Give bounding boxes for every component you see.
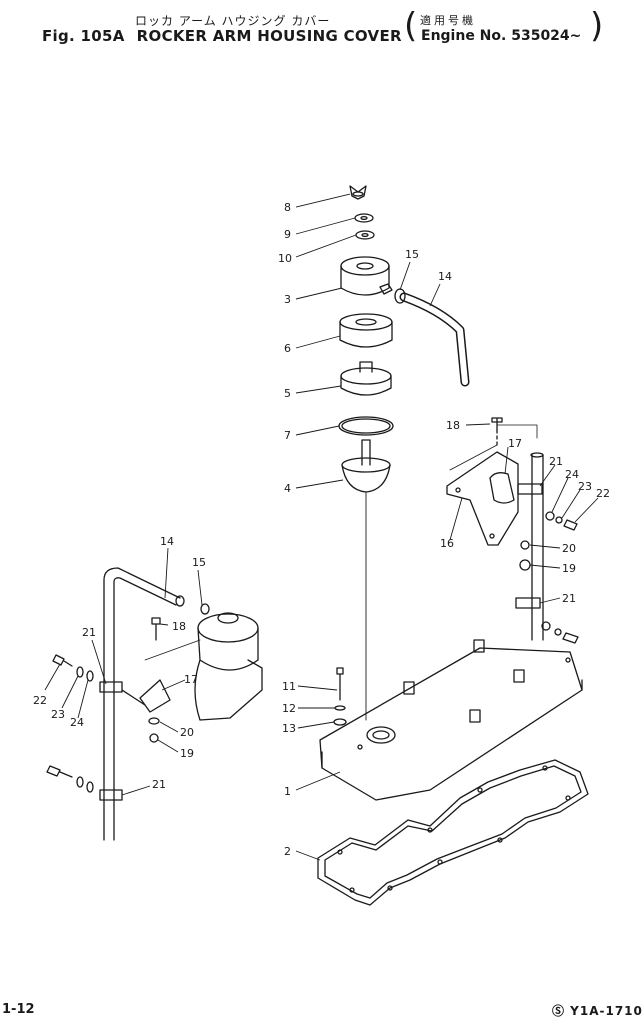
washer-part-10 [355,230,375,240]
callout-1: 1 [284,785,291,798]
engine-number-range: Engine No. 535024~ [421,28,582,44]
callout-17: 17 [508,437,522,450]
callout-12: 12 [282,702,296,715]
callout-19: 19 [562,562,576,575]
hose-part-right [394,288,470,387]
callout-15-left: 15 [192,556,206,569]
callout-16: 16 [440,537,454,550]
element-part-6 [339,313,393,348]
callout-24-left: 24 [70,716,84,729]
leader-lines [44,193,599,861]
breather-assembly-left [139,603,263,743]
callout-8: 8 [284,201,291,214]
document-code: Ⓢ Y1A-1710 [552,1004,643,1018]
callout-labels: 1 2 3 4 5 6 7 8 9 10 11 12 13 14 14 15 1… [33,201,610,858]
bracket-part-right [446,417,519,546]
callout-3: 3 [284,293,291,306]
callout-19-left: 19 [180,747,194,760]
wing-nut-part [349,185,367,200]
callout-23: 23 [578,480,592,493]
element-part-5 [340,361,392,396]
callout-22: 22 [596,487,610,500]
callout-21-left: 21 [82,626,96,639]
page-number: 1-12 [2,1002,35,1017]
callout-13: 13 [282,722,296,735]
callout-6: 6 [284,342,291,355]
callout-24: 24 [565,468,579,481]
bolt-washers-left [46,654,94,793]
callout-7: 7 [284,429,291,442]
callout-17-left: 17 [184,673,198,686]
callout-15: 15 [405,248,419,261]
callout-21-mid: 21 [562,592,576,605]
right-parenthesis: ) [590,6,604,46]
callout-11: 11 [282,680,296,693]
callout-9: 9 [284,228,291,241]
gasket-part [317,759,589,906]
callout-22-left: 22 [33,694,47,707]
bolt-part-11 [333,667,347,726]
o-ring-part [338,416,394,436]
callout-4: 4 [284,482,291,495]
callout-20-left: 20 [180,726,194,739]
figure-title-english: ROCKER ARM HOUSING COVER [136,27,402,45]
left-parenthesis: ( [404,6,418,46]
figure-number: Fig. 105A [42,27,125,45]
title-japanese: ロッカ アーム ハウジング カバー [135,14,331,28]
tube-part-left [99,567,185,841]
callout-10: 10 [278,252,292,265]
tube-part-right [496,424,579,644]
rocker-arm-housing-cover-part [319,639,583,801]
applicability-japanese: 適用号機 [420,14,476,27]
callout-5: 5 [284,387,291,400]
callout-2: 2 [284,845,291,858]
callout-23-left: 23 [51,708,65,721]
figure-title: Fig. 105A ROCKER ARM HOUSING COVER [42,27,414,45]
callout-14: 14 [438,270,452,283]
callout-14-left: 14 [160,535,174,548]
callout-18-left: 18 [172,620,186,633]
callout-21: 21 [549,455,563,468]
washer-part-9 [354,213,374,223]
callout-20: 20 [562,542,576,555]
breather-cap-part [340,256,393,296]
callout-18: 18 [446,419,460,432]
breather-body-part [341,439,391,721]
callout-21-left-lower: 21 [152,778,166,791]
